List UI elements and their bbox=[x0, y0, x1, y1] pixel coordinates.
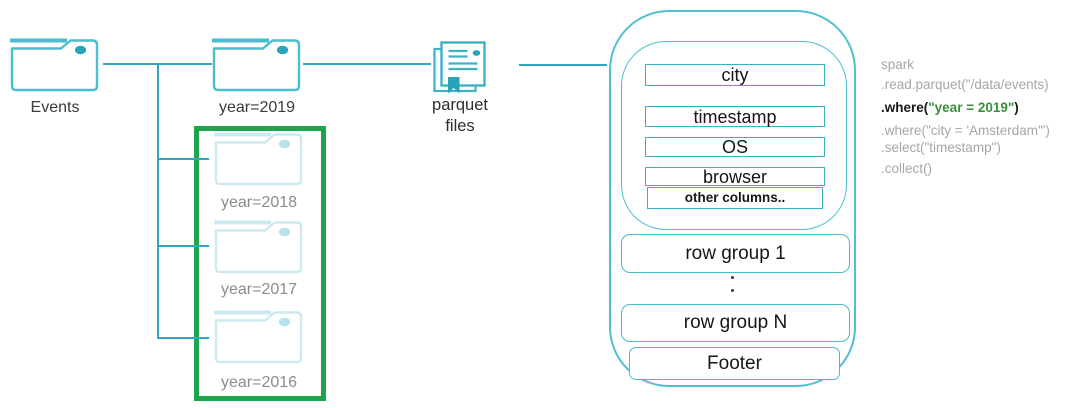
events-folder-icon bbox=[10, 40, 97, 90]
row-group-n-box: row group N bbox=[621, 304, 850, 342]
code-line-where-city: .where("city = 'Amsterdam'") bbox=[881, 123, 1050, 138]
column-chunk-timestamp: timestamp bbox=[645, 106, 825, 127]
folder-icon-year-2018 bbox=[214, 134, 301, 184]
code-where-year-literal: "year = 2019" bbox=[928, 100, 1015, 115]
folder-label-year-2018: year=2018 bbox=[220, 194, 298, 211]
folder-icon-year-2017 bbox=[214, 222, 301, 272]
connector-branch-2018 bbox=[157, 158, 209, 160]
code-line-read-parquet: .read.parquet("/data/events) bbox=[881, 77, 1049, 92]
pruned-partitions-highlight-box bbox=[194, 126, 326, 401]
folder-icon-year-2016 bbox=[214, 312, 301, 362]
connector-parquet-to-file bbox=[519, 64, 607, 66]
column-chunk-city: city bbox=[645, 64, 825, 86]
connector-branch-2016 bbox=[157, 337, 209, 339]
code-where-prefix: .where( bbox=[881, 100, 929, 115]
code-line-spark: spark bbox=[881, 57, 915, 72]
column-chunk-other-columns: other columns.. bbox=[647, 187, 823, 209]
row-group-1-box: row group 1 bbox=[621, 234, 850, 273]
footer-box: Footer bbox=[629, 347, 840, 380]
folder-label-year-2019: year=2019 bbox=[218, 99, 296, 116]
row-group-column-chunks-outline bbox=[621, 41, 847, 230]
parquet-files-label: parquet files bbox=[410, 95, 510, 137]
code-line-where-year: .where("year = 2019") bbox=[881, 100, 1019, 115]
code-line-select: .select("timestamp") bbox=[881, 140, 1001, 155]
folder-icon-year-2019 bbox=[212, 40, 299, 90]
connector-2019-to-parquet bbox=[303, 63, 431, 65]
connector-vertical-trunk bbox=[157, 63, 159, 339]
parquet-files-label-line1: parquet bbox=[432, 96, 488, 114]
code-line-collect: .collect() bbox=[881, 161, 933, 176]
ellipsis-dot bbox=[731, 276, 734, 279]
parquet-files-icon bbox=[434, 42, 485, 94]
ellipsis-dot bbox=[731, 289, 734, 292]
parquet-files-label-line2: files bbox=[445, 117, 475, 135]
folder-label-year-2017: year=2017 bbox=[220, 281, 298, 298]
column-chunk-os: OS bbox=[645, 137, 825, 157]
column-chunk-browser: browser bbox=[645, 167, 825, 186]
folder-label-year-2016: year=2016 bbox=[220, 374, 298, 391]
connector-branch-2017 bbox=[157, 245, 209, 247]
code-where-suffix: ) bbox=[1014, 100, 1019, 115]
events-folder-label: Events bbox=[30, 99, 80, 116]
